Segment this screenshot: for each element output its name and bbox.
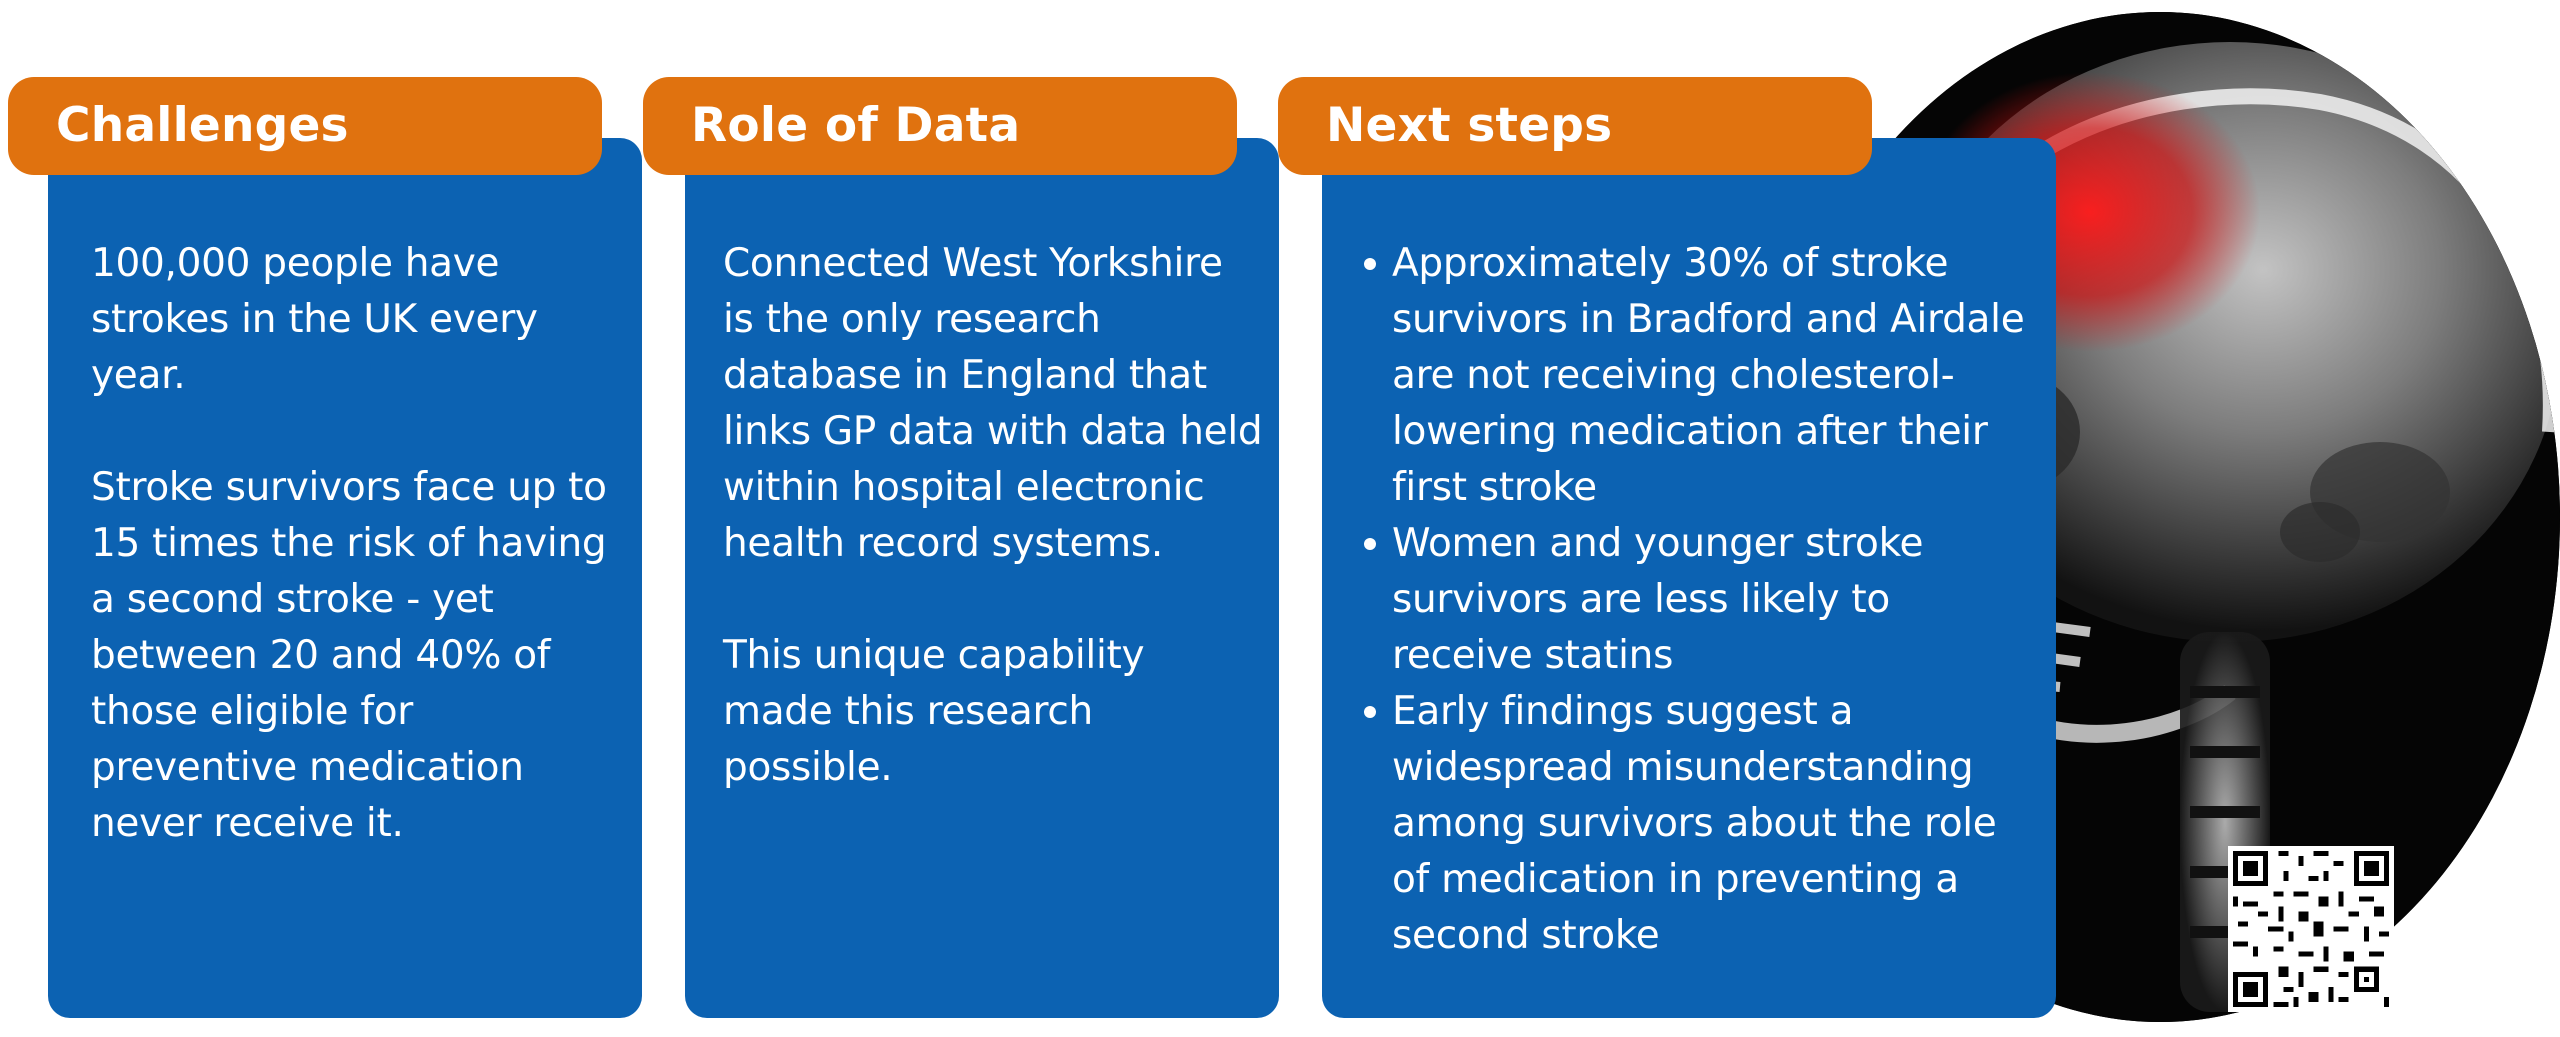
qr-code-icon[interactable] [2228,846,2394,1012]
role-of-data-paragraph: This unique capability made this researc… [723,633,1145,790]
challenges-body: 100,000 people have strokes in the UK ev… [91,236,621,852]
challenges-paragraph: 100,000 people have strokes in the UK ev… [91,241,538,398]
bullet-icon [1364,258,1376,270]
list-item: Early findings suggest a widespread misu… [1364,684,2042,964]
role-of-data-panel [685,138,1279,1018]
bullet-icon [1364,706,1376,718]
role-of-data-title: Role of Data [643,77,1237,175]
next-steps-list: Approximately 30% of stroke survivors in… [1364,236,2042,964]
challenges-paragraph: Stroke survivors face up to 15 times the… [91,465,607,846]
list-item-text: Early findings suggest a widespread misu… [1392,689,1997,958]
list-item: Women and younger stroke survivors are l… [1364,516,2042,684]
role-of-data-body: Connected West Yorkshire is the only res… [723,236,1263,796]
list-item-text: Women and younger stroke survivors are l… [1392,521,1924,678]
list-item: Approximately 30% of stroke survivors in… [1364,236,2042,516]
bullet-icon [1364,538,1376,550]
role-of-data-paragraph: Connected West Yorkshire is the only res… [723,241,1263,566]
next-steps-title: Next steps [1278,77,1872,175]
next-steps-body: Approximately 30% of stroke survivors in… [1364,236,2042,964]
challenges-title: Challenges [8,77,602,175]
list-item-text: Approximately 30% of stroke survivors in… [1392,241,2025,510]
next-steps-panel [1322,138,2056,1018]
challenges-panel [48,138,642,1018]
